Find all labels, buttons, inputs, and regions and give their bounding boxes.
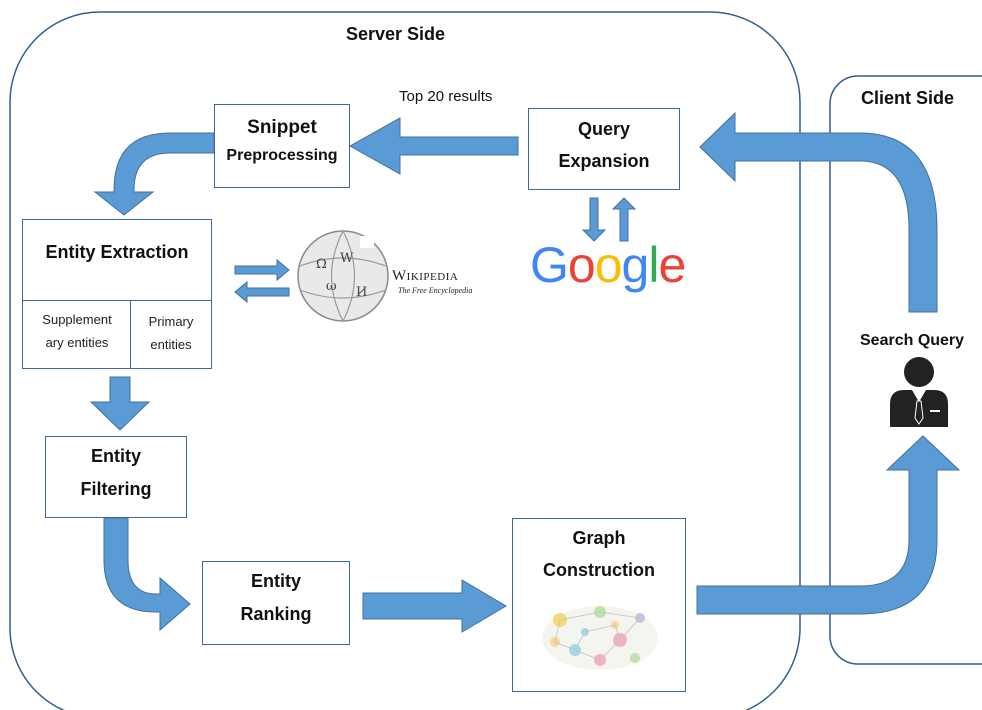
entity-filtering-box: Entity Filtering <box>45 436 187 518</box>
search-query-label: Search Query <box>860 332 965 349</box>
arrow-wiki-to-extraction <box>234 280 290 304</box>
graph-line1: Graph <box>572 528 626 548</box>
client-side-region <box>829 75 982 665</box>
supplementary-entities-cell: Supplement ary entities <box>25 308 129 355</box>
server-side-region <box>9 11 801 710</box>
wikipedia-globe-icon: Ω W ω И <box>297 230 389 322</box>
supplementary-line1: Supplement <box>42 312 112 327</box>
arrow-extraction-to-wiki <box>234 258 290 282</box>
arrow-snippet-to-extraction <box>93 132 215 216</box>
graph-line2: Construction <box>543 560 655 580</box>
google-letter-o2: o <box>594 237 623 293</box>
wikipedia-tagline: The Free Encyclopedia <box>398 286 473 295</box>
snippet-line2: Preprocessing <box>226 147 338 164</box>
query-expansion-box: Query Expansion <box>528 108 680 190</box>
primary-entities-cell: Primary entities <box>131 310 211 357</box>
wikipedia-wordmark: Wikipedia <box>392 268 459 284</box>
google-letter-e: e <box>658 237 686 293</box>
query-line1: Query <box>577 119 631 139</box>
supplementary-line2: ary entities <box>45 335 109 351</box>
svg-text:W: W <box>340 251 354 266</box>
ranking-line1: Entity <box>250 571 301 591</box>
arrow-extraction-to-filtering <box>89 376 151 431</box>
svg-text:И: И <box>356 285 367 300</box>
entity-ranking-box: Entity Ranking <box>202 561 350 645</box>
snippet-line1: Snippet <box>247 117 317 138</box>
ranking-line2: Ranking <box>240 604 312 624</box>
arrow-google-up-query <box>611 197 637 242</box>
arrow-graph-to-user <box>696 435 961 615</box>
arrow-query-down-google <box>581 197 607 242</box>
google-logo: Google <box>530 236 686 294</box>
arrow-search-to-query <box>699 111 938 313</box>
google-letter-o1: o <box>567 237 596 293</box>
arrow-ranking-to-graph <box>362 579 507 633</box>
primary-line1: Primary <box>148 314 194 329</box>
filtering-line2: Filtering <box>80 479 152 499</box>
graph-thumbnail-icon <box>542 606 658 670</box>
arrow-query-to-snippet <box>348 117 519 175</box>
google-letter-g: G <box>530 237 569 293</box>
svg-text:ω: ω <box>326 279 337 294</box>
filtering-line1: Entity <box>90 446 141 466</box>
extraction-divider-v <box>130 300 131 368</box>
google-letter-l: l <box>648 237 659 293</box>
user-icon <box>890 357 948 427</box>
top-results-label: Top 20 results <box>399 88 493 105</box>
graph-construction-box: Graph Construction <box>512 518 686 692</box>
extraction-title: Entity Extraction <box>45 242 189 262</box>
server-side-title: Server Side <box>346 24 446 44</box>
client-side-title: Client Side <box>861 88 955 108</box>
extraction-divider-h <box>23 300 211 301</box>
arrow-filtering-to-ranking <box>103 517 191 632</box>
snippet-preprocessing-box: Snippet Preprocessing <box>214 104 350 188</box>
svg-text:Ω: Ω <box>316 257 327 272</box>
primary-line2: entities <box>150 337 192 353</box>
google-letter-g2: g <box>621 237 650 293</box>
query-line2: Expansion <box>558 151 650 171</box>
entity-extraction-box: Entity Extraction Supplement ary entitie… <box>22 219 212 369</box>
